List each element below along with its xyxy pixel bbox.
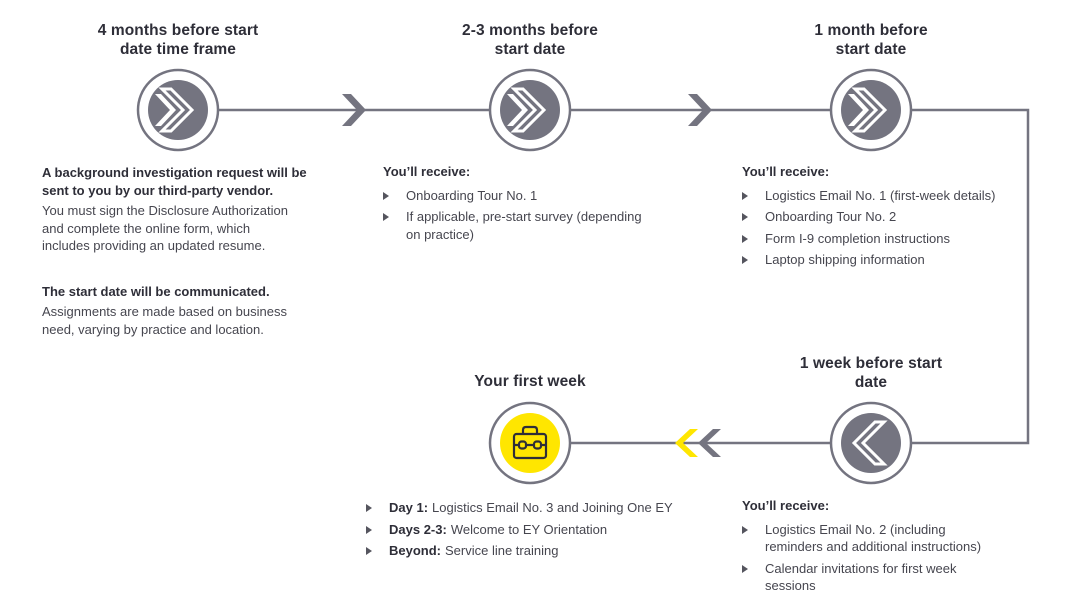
start-date-communicated-bold-text: The start date will be communicated. <box>42 283 270 299</box>
node-1-week-title: 1 week before start date <box>799 355 943 391</box>
circle-fill <box>841 413 901 473</box>
beyond-text: Service line training <box>445 543 559 558</box>
triangle-right-bullet-icon <box>742 230 765 243</box>
connector-lines <box>219 108 1030 445</box>
day-1-label: Day 1: <box>389 500 429 515</box>
circle-fill <box>500 80 560 140</box>
day-1-text: Logistics Email No. 3 and Joining One EY <box>432 500 673 515</box>
list-item: Logistics Email No. 2 (including reminde… <box>742 521 1042 556</box>
list-item: Days 2-3:Welcome to EY Orientation <box>366 521 716 539</box>
triangle-right-bullet-icon <box>742 187 765 200</box>
youll-receive-heading: You’ll receive: <box>383 164 471 179</box>
list-item: Form I-9 completion instructions <box>742 230 1062 248</box>
list-item-text: Days 2-3:Welcome to EY Orientation <box>389 521 716 539</box>
list-item-text: Form I-9 completion instructions <box>765 230 950 246</box>
node-2-3-months-title: 2-3 months before start date <box>461 22 599 58</box>
node-4-months-circle <box>136 68 220 152</box>
list-item-text: Laptop shipping information <box>765 252 925 267</box>
list-item-text: Logistics Email No. 2 (including reminde… <box>765 521 982 555</box>
connector-line-3-elbow <box>912 108 1030 445</box>
node-4-months-title: 4 months before start date time frame <box>97 22 259 58</box>
list-item: Logistics Email No. 1 (first-week detail… <box>742 187 1062 205</box>
circle-fill <box>148 80 208 140</box>
triangle-right-bullet-icon <box>742 521 765 534</box>
briefcase-icon <box>512 425 548 460</box>
list-item: If applicable, pre-start survey (dependi… <box>383 208 688 243</box>
one-week-list-block: You’ll receive: Logistics Email No. 2 (i… <box>742 497 1042 599</box>
four-months-text-block: A background investigation request will … <box>42 164 352 341</box>
youll-receive-heading: You’ll receive: <box>742 164 830 179</box>
triangle-right-bullet-icon <box>383 208 406 221</box>
two-three-months-list-block: You’ll receive: Onboarding Tour No. 1 If… <box>383 163 688 247</box>
list-item: Calendar invitations for first week sess… <box>742 560 1042 595</box>
list-item: Onboarding Tour No. 2 <box>742 208 1062 226</box>
double-chevron-right-icon <box>155 87 195 133</box>
first-week-list-block: Day 1:Logistics Email No. 3 and Joining … <box>366 499 716 564</box>
circle-fill <box>841 80 901 140</box>
triangle-right-bullet-icon <box>366 542 389 555</box>
list-item-text: Onboarding Tour No. 1 <box>406 187 538 203</box>
list-item: Laptop shipping information <box>742 251 1062 269</box>
node-1-week-circle <box>829 401 913 485</box>
disclosure-authorization-text: You must sign the Disclosure Authorizati… <box>42 203 288 253</box>
background-investigation-bold-text: A background investigation request will … <box>42 165 307 198</box>
chevron-right-arrow-icon <box>688 94 712 126</box>
one-month-list-block: You’ll receive: Logistics Email No. 1 (f… <box>742 163 1062 273</box>
list-item-text: Beyond: Service line training <box>389 542 716 560</box>
node-first-week-title: Your first week <box>474 373 586 390</box>
beyond-label: Beyond: <box>389 543 441 558</box>
list-item: Day 1:Logistics Email No. 3 and Joining … <box>366 499 716 517</box>
triangle-right-bullet-icon <box>366 499 389 512</box>
assignments-text: Assignments are made based on business n… <box>42 304 287 337</box>
double-chevron-right-icon <box>848 87 888 133</box>
circle-fill <box>500 413 560 473</box>
node-2-3-months-circle <box>488 68 572 152</box>
list-item: Onboarding Tour No. 1 <box>383 187 688 205</box>
chevron-left-icon <box>851 420 888 466</box>
list-item: Beyond: Service line training <box>366 542 716 560</box>
triangle-right-bullet-icon <box>742 251 765 264</box>
chevron-left-gray-arrow-icon <box>698 429 721 457</box>
triangle-right-bullet-icon <box>742 208 765 221</box>
list-item-text: Logistics Email No. 1 (first-week detail… <box>765 187 996 203</box>
chevron-left-yellow-arrow-icon <box>675 429 698 457</box>
triangle-right-bullet-icon <box>383 187 406 200</box>
list-item-text: Onboarding Tour No. 2 <box>765 209 897 224</box>
node-1-month-circle <box>829 68 913 152</box>
node-first-week-circle <box>488 401 572 485</box>
chevron-right-arrow-icon <box>342 94 366 126</box>
paragraph-spacer <box>42 258 352 283</box>
list-item-text: If applicable, pre-start survey (dependi… <box>406 209 642 242</box>
triangle-right-bullet-icon <box>742 560 765 573</box>
list-item-text: Day 1:Logistics Email No. 3 and Joining … <box>389 499 716 517</box>
triangle-right-bullet-icon <box>366 521 389 534</box>
list-item-text: Calendar invitations for first week sess… <box>765 560 957 594</box>
days-2-3-text: Welcome to EY Orientation <box>450 521 608 537</box>
node-1-month-title: 1 month before start date <box>814 22 928 58</box>
double-chevron-right-icon <box>507 87 547 133</box>
days-2-3-label: Days 2-3: <box>389 521 447 537</box>
youll-receive-heading: You’ll receive: <box>742 498 830 513</box>
